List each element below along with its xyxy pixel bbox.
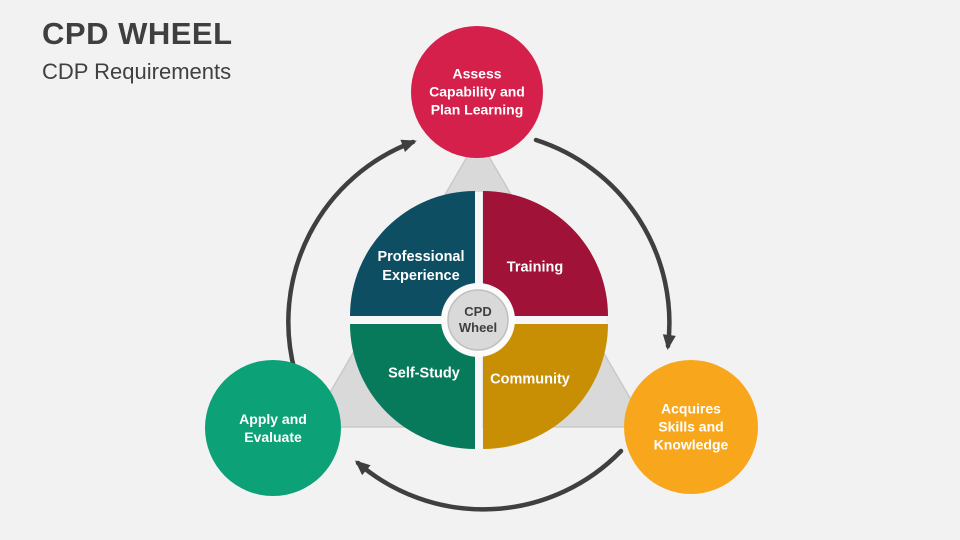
flow-arrow-assess-to-acquires bbox=[533, 137, 676, 350]
hub-circle bbox=[447, 289, 509, 351]
quadrant-self-study bbox=[350, 324, 475, 449]
slide-header: CPD WHEEL CDP Requirements bbox=[42, 16, 233, 85]
stage-circle-acquires-skills bbox=[624, 360, 758, 494]
stage-circle-apply-evaluate bbox=[205, 360, 341, 496]
quadrant-community bbox=[483, 324, 608, 449]
quadrant-training bbox=[483, 191, 608, 316]
flow-arrow-apply-to-assess bbox=[286, 139, 417, 375]
flow-arrow-acquires-to-apply bbox=[354, 448, 624, 512]
page-title: CPD WHEEL bbox=[42, 16, 233, 51]
quadrant-professional-experience bbox=[350, 191, 475, 316]
page-subtitle: CDP Requirements bbox=[42, 58, 232, 84]
stage-circle-assess bbox=[411, 26, 543, 158]
